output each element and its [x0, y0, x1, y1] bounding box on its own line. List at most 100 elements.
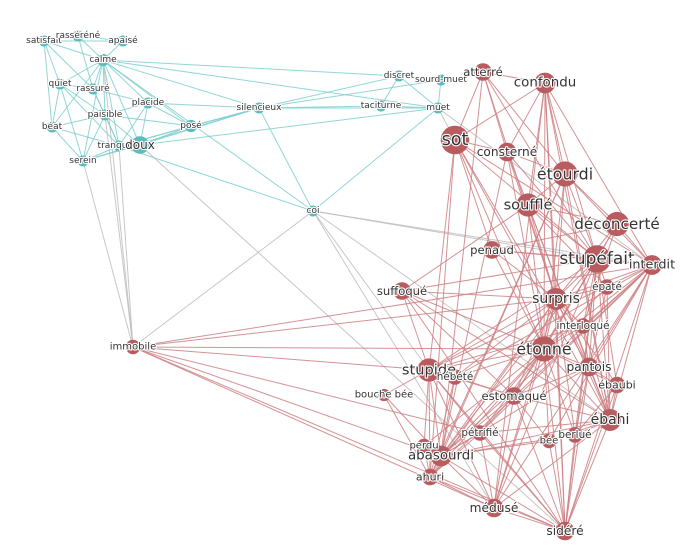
- edge-sot-ahuri: [429, 139, 456, 478]
- node-stupide[interactable]: [417, 358, 441, 382]
- edge-quiet-tranquille: [59, 83, 120, 147]
- node-discret[interactable]: [393, 70, 405, 82]
- edge-petrifie-meduse: [479, 432, 495, 509]
- edge-surpris-berlue: [555, 298, 576, 436]
- edge-ebahi-abasourdi: [440, 419, 611, 457]
- node-label-silencieux: silencieux: [237, 103, 283, 113]
- edge-calme-tranquille: [102, 59, 120, 147]
- node-surpris[interactable]: [545, 288, 567, 310]
- node-sourdmuet[interactable]: [435, 74, 447, 86]
- node-perdu[interactable]: [416, 438, 432, 454]
- edge-ebaubi-berlue: [574, 384, 618, 436]
- edge-stupefait-stupide: [428, 258, 598, 371]
- node-sidere[interactable]: [555, 521, 575, 541]
- node-label-penaud: penaud: [470, 243, 514, 257]
- node-rasserene[interactable]: [72, 30, 84, 42]
- node-label-perdu: perdu: [409, 441, 438, 452]
- node-berlue[interactable]: [567, 427, 583, 443]
- node-souffle[interactable]: [516, 193, 540, 217]
- edge-calme-immobile: [102, 59, 134, 348]
- node-satisfait[interactable]: [38, 35, 50, 47]
- edge-satisfait-quiet: [43, 40, 61, 85]
- node-ahuri[interactable]: [421, 468, 439, 486]
- edge-epate-ebahi: [606, 286, 611, 421]
- node-penaud[interactable]: [483, 241, 501, 259]
- node-calme[interactable]: [96, 53, 110, 67]
- edge-immobile-stupide: [132, 346, 430, 371]
- node-immobile[interactable]: [125, 339, 141, 355]
- node-label-petrifie: pétrifié: [461, 427, 498, 439]
- node-taciturne[interactable]: [375, 100, 387, 112]
- node-ebahi[interactable]: [599, 409, 621, 431]
- node-pantois[interactable]: [579, 357, 599, 377]
- node-sot[interactable]: [440, 125, 470, 155]
- edge-placide-pose: [147, 102, 192, 127]
- node-petrifie[interactable]: [472, 425, 488, 441]
- node-serein[interactable]: [77, 155, 89, 167]
- edge-quiet-rassure: [59, 83, 94, 90]
- edge-placide-paisible: [104, 102, 149, 116]
- edge-interloque-stupide: [428, 325, 584, 371]
- node-placide[interactable]: [142, 97, 154, 109]
- node-meduse[interactable]: [484, 498, 504, 518]
- node-deconcerte[interactable]: [604, 211, 630, 237]
- edge-etonne-meduse: [493, 348, 545, 509]
- node-bouchebee[interactable]: [377, 388, 391, 402]
- edge-sot-stupide: [428, 139, 456, 371]
- node-doux[interactable]: [131, 136, 149, 154]
- edge-suffoque-surpris: [401, 290, 557, 300]
- edge-calme-placide: [102, 59, 149, 104]
- node-etonne[interactable]: [531, 336, 557, 362]
- edge-calme-muet: [102, 59, 439, 109]
- edge-placide-tranquille: [118, 102, 149, 147]
- node-label-bee: bée: [540, 435, 559, 447]
- edge-immobile-abasourdi: [132, 346, 442, 457]
- node-label-doux: doux: [125, 138, 155, 152]
- node-etourdi[interactable]: [552, 161, 578, 187]
- node-label-stupefait: stupéfait: [559, 249, 635, 269]
- edge-calme-silencieux: [102, 59, 260, 109]
- edge-etonne-abasourdi: [440, 348, 545, 457]
- node-muet[interactable]: [432, 102, 444, 114]
- edge-surpris-meduse: [493, 298, 557, 509]
- node-label-deconcerte: déconcerté: [574, 215, 660, 233]
- node-label-epate: épaté: [592, 281, 622, 293]
- node-label-confondu: confondu: [514, 76, 576, 91]
- node-bee[interactable]: [541, 433, 557, 449]
- node-tranquille[interactable]: [113, 140, 125, 152]
- node-coi[interactable]: [307, 205, 319, 217]
- node-consterne[interactable]: [497, 142, 517, 162]
- edge-etonne-perdu: [423, 348, 545, 447]
- node-stupefait[interactable]: [583, 245, 611, 273]
- node-label-abasourdi: abasourdi: [408, 449, 474, 464]
- edge-interloque-ebahi: [582, 325, 611, 421]
- edge-bouchebee-ahuri: [383, 394, 431, 478]
- node-estomaque[interactable]: [505, 387, 523, 405]
- node-suffoque[interactable]: [393, 282, 411, 300]
- node-beat[interactable]: [46, 121, 58, 133]
- node-quiet[interactable]: [54, 78, 66, 90]
- edge-bee-sidere: [548, 440, 566, 532]
- node-pose[interactable]: [184, 119, 198, 133]
- node-silencieux[interactable]: [253, 102, 265, 114]
- node-epate[interactable]: [599, 279, 615, 295]
- node-apaise[interactable]: [117, 35, 129, 47]
- node-rassure[interactable]: [87, 83, 99, 95]
- edge-interdit-ahuri: [429, 264, 653, 478]
- edge-confondu-etonne: [543, 82, 546, 350]
- edge-surpris-sidere: [555, 298, 566, 532]
- node-paisible[interactable]: [99, 109, 111, 121]
- node-interdit[interactable]: [642, 255, 662, 275]
- node-abasourdi[interactable]: [430, 445, 452, 467]
- edge-ebahi-meduse: [493, 419, 611, 509]
- node-atterre[interactable]: [474, 63, 492, 81]
- edge-quiet-beat: [51, 83, 61, 128]
- node-ebaubi[interactable]: [608, 376, 626, 394]
- node-label-interdit: interdit: [629, 258, 675, 273]
- node-confondu[interactable]: [534, 72, 556, 94]
- node-interloque[interactable]: [575, 318, 591, 334]
- edge-coi-meduse: [312, 210, 495, 509]
- node-label-etourdi: étourdi: [537, 165, 593, 184]
- edge-ebahi-sidere: [564, 419, 611, 532]
- node-hebete[interactable]: [447, 369, 463, 385]
